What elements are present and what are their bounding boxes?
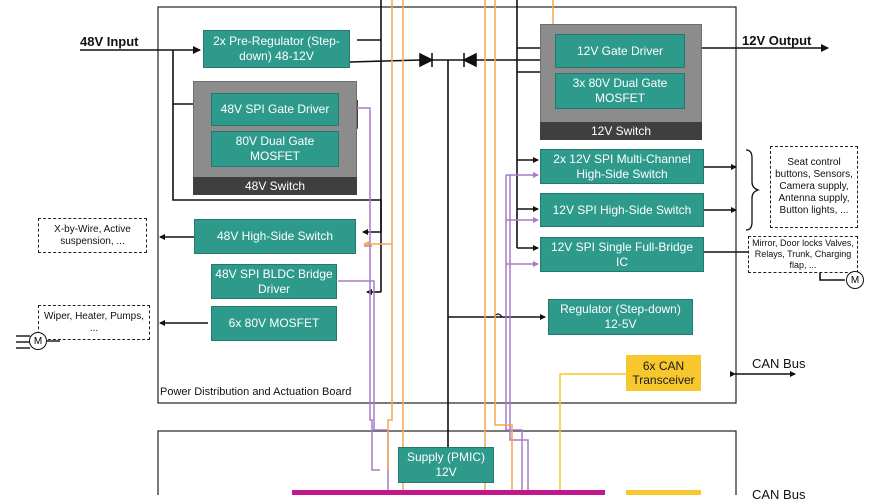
bldc-block: 48V SPI BLDC Bridge Driver bbox=[211, 264, 337, 299]
motor-left-icon: M bbox=[29, 332, 47, 350]
gate-driver-48-block: 48V SPI Gate Driver bbox=[211, 93, 339, 126]
motor-right-icon: M bbox=[846, 271, 864, 289]
mosfet-6x-block: 6x 80V MOSFET bbox=[211, 306, 337, 341]
hs-48-block: 48V High-Side Switch bbox=[194, 219, 356, 254]
mirror-note: Mirror, Door locks Valves, Relays, Trunk… bbox=[748, 236, 858, 273]
wiper-note: Wiper, Heater, Pumps, ... bbox=[38, 305, 150, 340]
output-label: 12V Output bbox=[742, 33, 812, 48]
gate-driver-12-block: 12V Gate Driver bbox=[555, 34, 685, 68]
board-label: Power Distribution and Actuation Board bbox=[160, 386, 352, 398]
full-bridge-block: 12V SPI Single Full-Bridge IC bbox=[540, 237, 704, 272]
switch-12-label: 12V Switch bbox=[540, 122, 702, 140]
pmic-bus bbox=[292, 490, 605, 495]
can-bus-label: CAN Bus bbox=[752, 356, 806, 371]
switch-48-label: 48V Switch bbox=[193, 177, 357, 195]
can-bottom-bar bbox=[626, 490, 701, 495]
can-transceiver-block: 6x CAN Transceiver bbox=[626, 355, 701, 391]
mosfet-48-block: 80V Dual Gate MOSFET bbox=[211, 131, 339, 167]
xbywire-note: X-by-Wire, Active suspension, ... bbox=[38, 218, 147, 253]
hs-multi-block: 2x 12V SPI Multi-Channel High-Side Switc… bbox=[540, 149, 704, 184]
board-frame bbox=[157, 6, 737, 404]
hs-12-block: 12V SPI High-Side Switch bbox=[540, 193, 704, 227]
input-label: 48V Input bbox=[80, 34, 139, 49]
pre-regulator-block: 2x Pre-Regulator (Step-down) 48-12V bbox=[203, 30, 350, 68]
mosfet-12-block: 3x 80V Dual Gate MOSFET bbox=[555, 73, 685, 109]
regulator-block: Regulator (Step-down) 12-5V bbox=[548, 299, 693, 335]
pmic-block: Supply (PMIC) 12V bbox=[398, 447, 494, 483]
lower-board-frame bbox=[157, 430, 737, 495]
seat-note: Seat control buttons, Sensors, Camera su… bbox=[770, 146, 858, 228]
